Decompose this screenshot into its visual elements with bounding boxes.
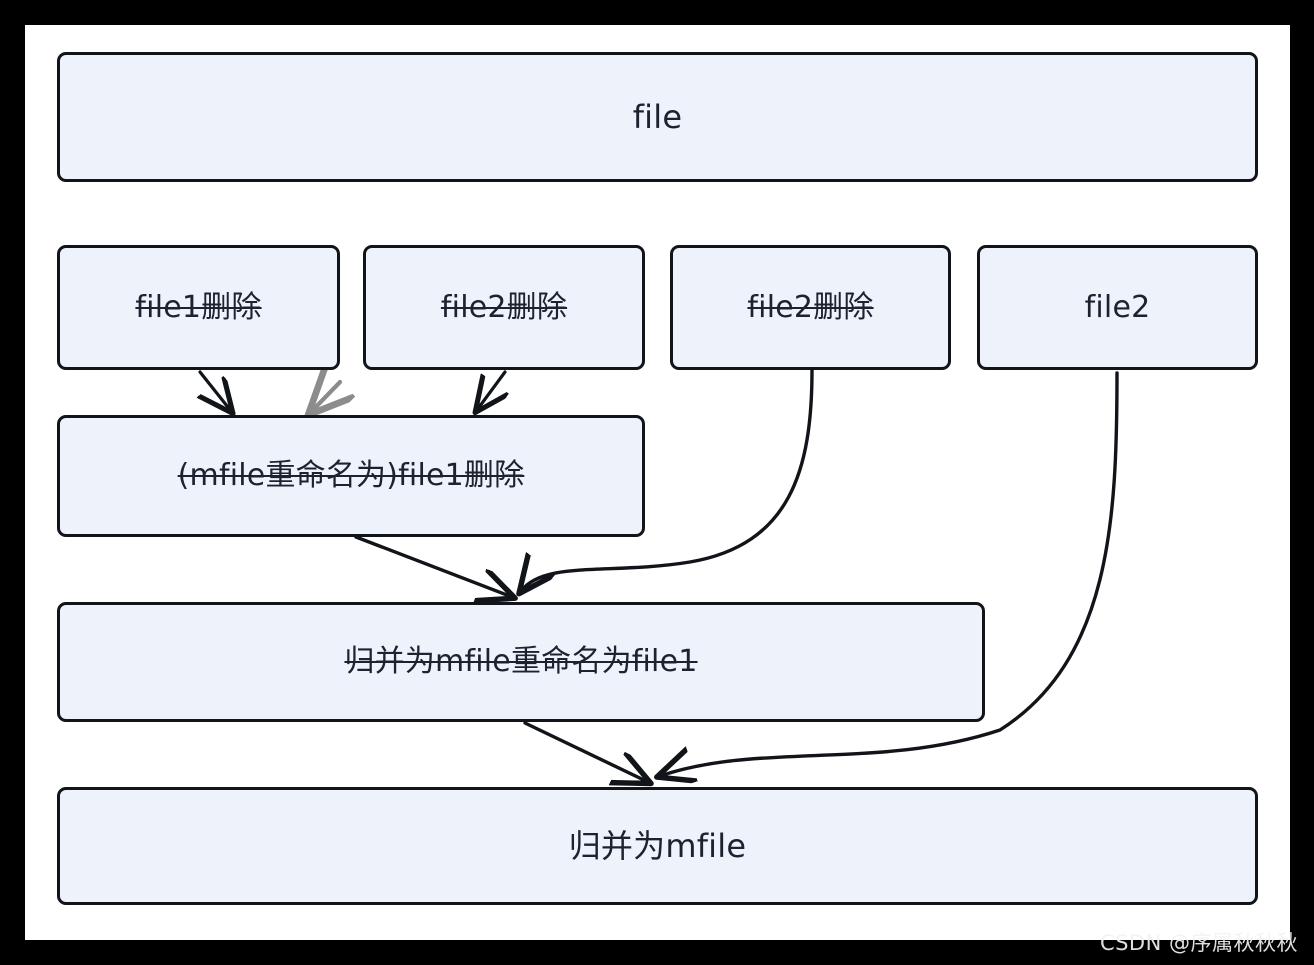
node-file2-deleted-a-label: file2删除 [440,289,568,325]
node-merge-mfile-label: 归并为mfile [568,827,747,865]
node-merge-mfile-file1[interactable]: 归并为mfile重命名为file1 [57,602,985,722]
node-file-label: file [632,98,683,136]
node-file1-deleted[interactable]: file1删除 [57,245,340,370]
watermark: CSDN @序属秋秋秋 [1099,931,1298,955]
node-file2-deleted-b[interactable]: file2删除 [670,245,951,370]
node-file2[interactable]: file2 [977,245,1258,370]
node-file[interactable]: file [57,52,1258,182]
node-mfile-renamed-label: (mfile重命名为)file1删除 [177,458,525,494]
node-merge-mfile-file1-label: 归并为mfile重命名为file1 [344,644,698,680]
node-file2-deleted-b-label: file2删除 [747,289,874,325]
node-merge-mfile[interactable]: 归并为mfile [57,787,1258,905]
node-file2-deleted-a[interactable]: file2删除 [363,245,645,370]
node-mfile-renamed[interactable]: (mfile重命名为)file1删除 [57,415,645,537]
node-file1-deleted-label: file1删除 [135,289,262,325]
node-file2-label: file2 [1084,289,1151,325]
